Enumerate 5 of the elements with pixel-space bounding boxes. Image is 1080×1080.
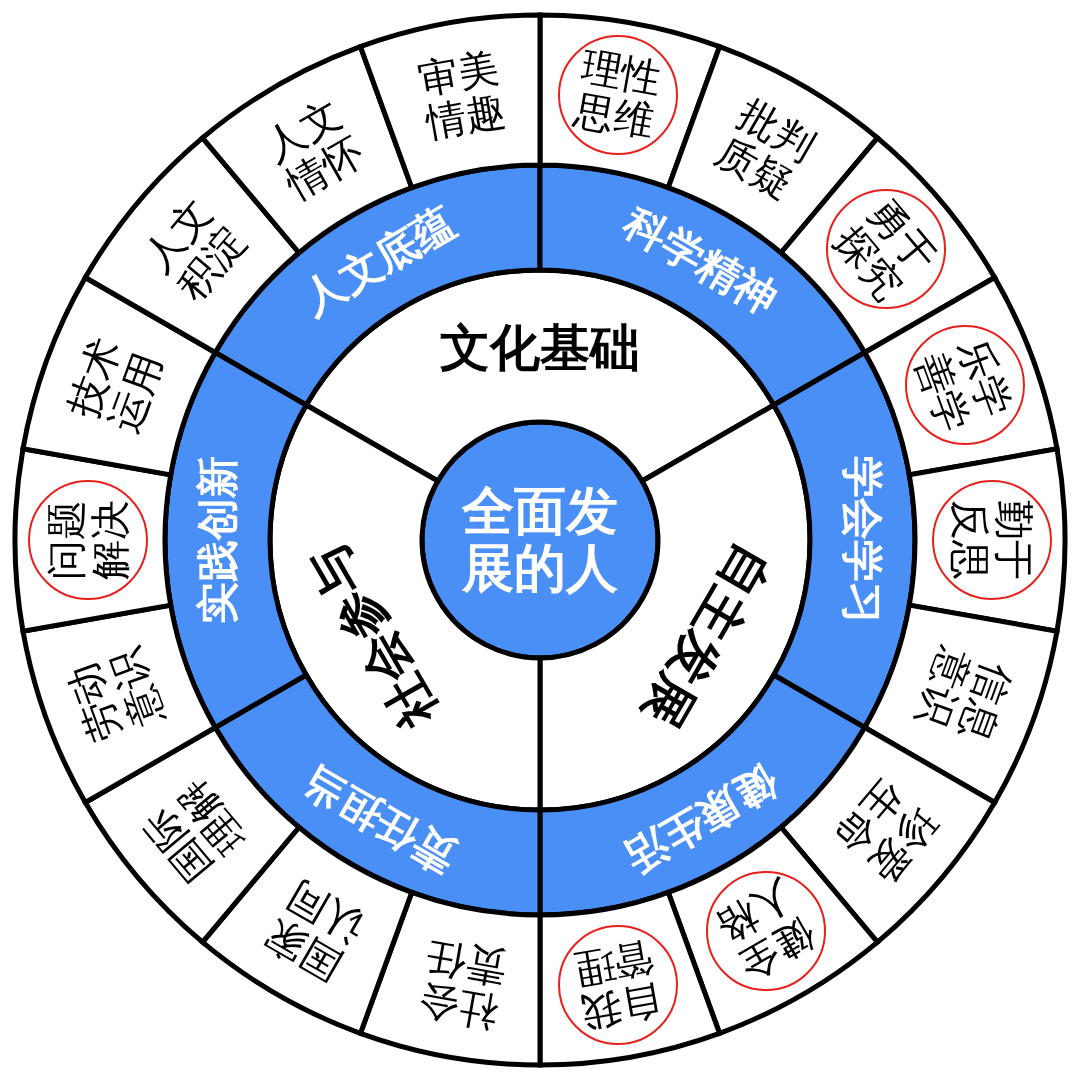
segment-label: 文化基础 [438, 320, 642, 376]
segment-label: 自主发展 [631, 533, 782, 739]
segment-label: 实践创新 [194, 454, 242, 626]
segment-label: 学会学习 [838, 454, 886, 626]
segment-label: 社会参与 [298, 533, 449, 739]
